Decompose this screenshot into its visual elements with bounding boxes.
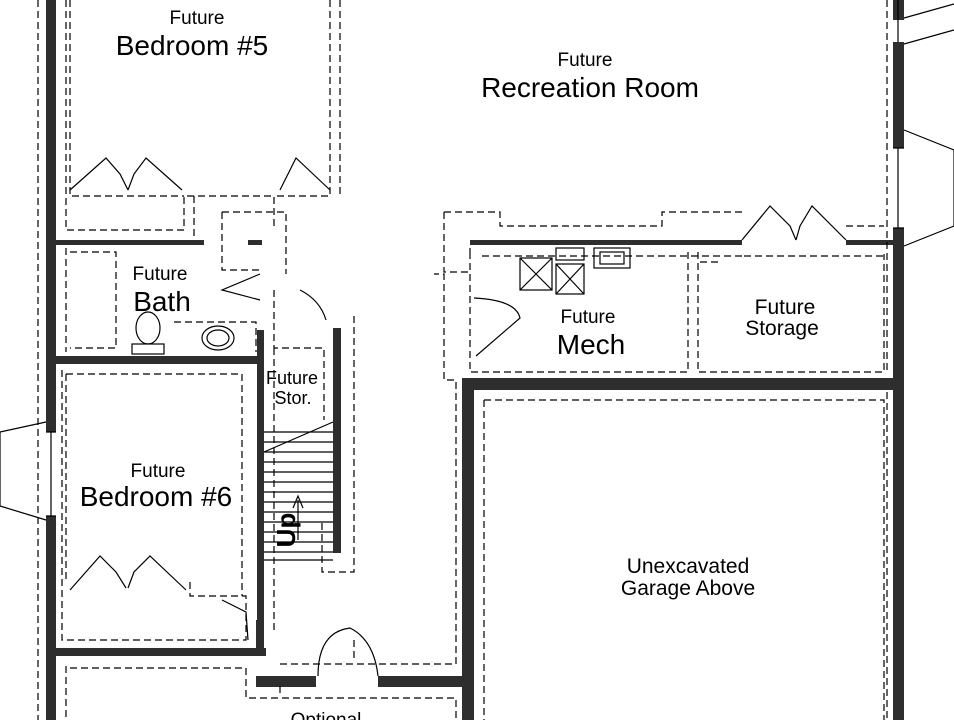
right-bay-window-mid xyxy=(903,129,954,247)
bedroom6-bottom-wall xyxy=(56,648,266,656)
left-exterior-wall xyxy=(46,0,56,720)
bedroom5-outline xyxy=(65,0,341,231)
bedroom6-door-swing xyxy=(221,599,249,641)
storage-label-line2: Storage xyxy=(745,317,819,340)
optional-room-outline xyxy=(65,666,457,720)
bath-outline xyxy=(65,248,257,352)
toilet-tank xyxy=(131,343,165,355)
bedroom5-closet-doors xyxy=(69,157,331,191)
hall-door-swing xyxy=(317,627,379,677)
garage-left-wall xyxy=(462,378,474,720)
laundry-sink-inner xyxy=(599,251,625,265)
bath-label-line1: Future xyxy=(133,264,188,285)
stor-label-line1: Future xyxy=(266,368,318,388)
corridor-bottom-wall-left xyxy=(256,676,316,687)
walls xyxy=(46,0,904,720)
mech-outline xyxy=(443,211,744,373)
right-exterior-wall xyxy=(893,0,904,720)
stair-left-wall xyxy=(257,330,264,630)
corridor-bottom-wall-right xyxy=(378,676,472,687)
right-window-frame xyxy=(893,0,904,229)
left-window-frame xyxy=(46,431,56,517)
bedroom5-bottom-wall xyxy=(56,240,204,245)
garage-inner-outline xyxy=(483,399,885,720)
stair-storage-door-swing xyxy=(299,289,327,321)
mech-label-line2: Mech xyxy=(557,329,625,360)
bedroom5-label-line1: Future xyxy=(170,8,225,29)
mech-top-wall xyxy=(470,240,742,245)
recreation-label-line2: Recreation Room xyxy=(481,72,699,103)
stair-arrow xyxy=(292,494,304,540)
bedroom6-label-line2: Bedroom #6 xyxy=(80,481,233,512)
mech-panel-top xyxy=(555,247,585,261)
optional-label: Optional xyxy=(291,710,362,720)
bath-door-swing xyxy=(220,273,261,301)
stair-outline xyxy=(264,431,333,561)
right-bay-window-top xyxy=(903,3,954,45)
stair-break-line xyxy=(263,421,334,453)
stair-up-label: Up xyxy=(271,513,301,548)
stair-right-wall xyxy=(333,328,341,553)
garage-top-wall xyxy=(462,378,904,390)
recreation-label-line1: Future xyxy=(558,50,613,71)
bedroom6-label-line1: Future xyxy=(131,461,186,482)
storage-label-line1: Future xyxy=(755,296,816,319)
storage-doors xyxy=(741,205,847,241)
stair-storage-outline xyxy=(273,290,355,630)
room-labels: Future Bedroom #5 Future Recreation Room… xyxy=(80,8,819,720)
furnace-box xyxy=(519,257,553,291)
furnace-cross xyxy=(519,257,553,291)
windows xyxy=(0,0,954,521)
water-heater-box xyxy=(555,263,585,295)
bedroom6-closet-doors xyxy=(69,555,187,591)
hall-outline xyxy=(193,196,287,274)
storage-top-wall xyxy=(846,240,894,245)
mech-door-swing xyxy=(473,297,521,357)
stor-label-line2: Stor. xyxy=(274,388,311,408)
stair-treads xyxy=(263,421,334,561)
bath-sink xyxy=(201,325,235,351)
left-bay-window xyxy=(0,421,47,521)
bath-sink-inner xyxy=(206,329,230,347)
future-wall-outlines xyxy=(37,0,888,720)
bedroom5-label-line2: Bedroom #5 xyxy=(116,30,269,61)
bath-label-line2: Bath xyxy=(133,286,191,317)
lower-hall-outline xyxy=(280,273,457,665)
bath-bottom-wall xyxy=(56,356,262,364)
bedroom6-bottom-right-stub xyxy=(256,620,264,656)
garage-label-line1: Unexcavated xyxy=(627,555,750,578)
water-heater-cross xyxy=(555,263,585,295)
garage-label-line2: Garage Above xyxy=(621,577,755,600)
bath-top-wall-stub xyxy=(248,240,262,245)
laundry-sink xyxy=(593,247,631,269)
mech-label-line1: Future xyxy=(561,307,616,328)
storage-outline xyxy=(697,225,885,373)
